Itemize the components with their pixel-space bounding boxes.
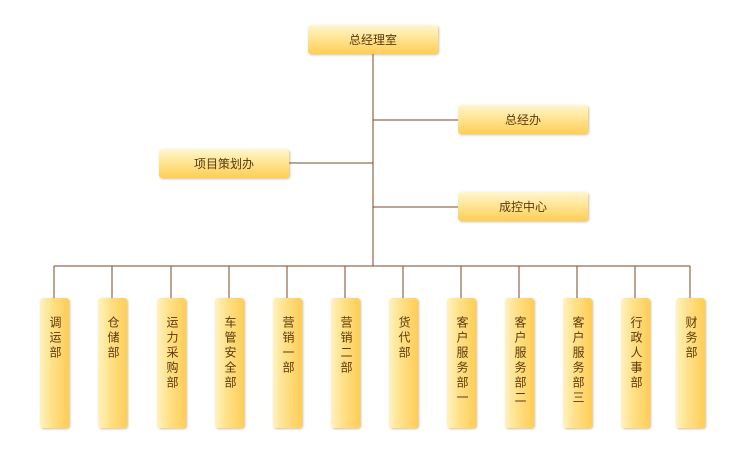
department-node: 货代部 (389, 298, 418, 428)
department-node: 行政人事部 (621, 298, 650, 428)
top-node-general-office: 总经理室 (308, 25, 438, 54)
department-label: 仓储部 (106, 316, 120, 361)
department-node: 财务部 (676, 298, 705, 428)
side-node-label: 总经办 (504, 113, 541, 127)
department-label: 财务部 (684, 316, 698, 361)
top-node-label: 总经理室 (348, 33, 397, 47)
department-label: 行政人事部 (629, 316, 643, 391)
side-node-cost-control: 成控中心 (458, 192, 588, 221)
department-node: 客户服务部三 (563, 298, 592, 428)
department-label: 客户服务部二 (513, 316, 527, 406)
department-node: 营销一部 (273, 298, 302, 428)
side-node-label: 成控中心 (498, 200, 547, 214)
side-node-label: 项目策划办 (193, 157, 254, 171)
department-label: 车管安全部 (223, 316, 237, 391)
department-node: 车管安全部 (215, 298, 244, 428)
department-node: 客户服务部二 (505, 298, 534, 428)
department-node: 营销二部 (331, 298, 360, 428)
department-label: 货代部 (397, 316, 411, 361)
department-node: 运力采购部 (157, 298, 186, 428)
department-label: 客户服务部三 (571, 316, 585, 406)
department-label: 调运部 (48, 316, 62, 361)
department-label: 客户服务部一 (455, 316, 469, 406)
department-label: 营销二部 (339, 316, 353, 376)
side-node-project-planning: 项目策划办 (159, 149, 289, 178)
department-node: 仓储部 (98, 298, 127, 428)
department-label: 营销一部 (281, 316, 295, 376)
department-node: 客户服务部一 (447, 298, 476, 428)
department-label: 运力采购部 (165, 316, 179, 391)
department-node: 调运部 (40, 298, 69, 428)
side-node-general-manager: 总经办 (458, 105, 588, 134)
